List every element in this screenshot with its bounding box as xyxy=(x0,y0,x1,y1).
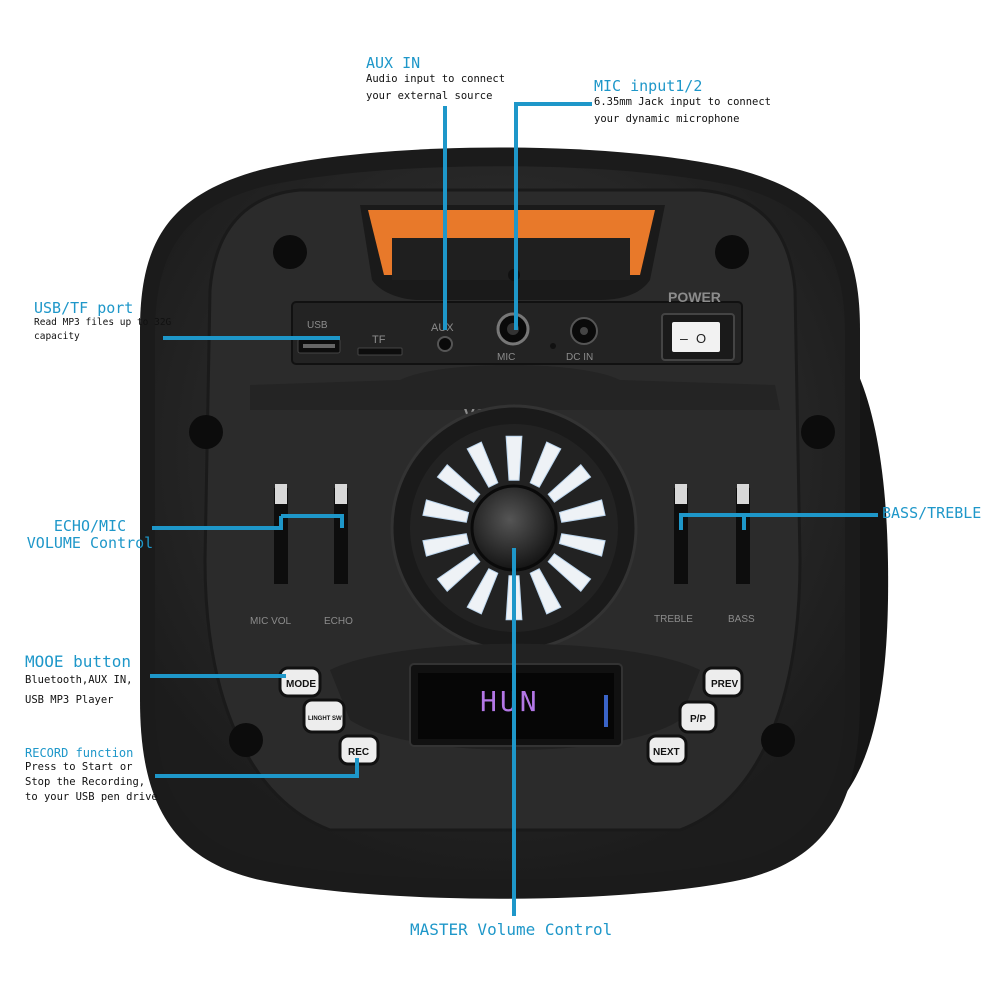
aux-jack[interactable] xyxy=(437,336,453,352)
screw-hole xyxy=(801,415,835,449)
led-segment xyxy=(547,553,592,593)
callout-echo-mic-title-1: ECHO/MIC xyxy=(53,517,127,535)
callout-aux-in: AUX IN Audio input to connect your exter… xyxy=(366,55,505,105)
bass-label: BASS xyxy=(728,614,755,625)
callout-record-desc-1: Press to Start or xyxy=(25,761,133,773)
treble-label: TREBLE xyxy=(654,614,693,625)
callout-record: RECORD function Press to Start or Stop t… xyxy=(25,746,158,805)
mic-label: MIC xyxy=(497,352,515,363)
callout-echo-mic-title-2: VOLUME Control xyxy=(26,534,154,552)
dc-in-label: DC IN xyxy=(566,352,593,363)
svg-text:NEXT: NEXT xyxy=(653,747,680,758)
svg-text:LINGHT SW: LINGHT SW xyxy=(308,716,342,722)
callout-aux-in-title: AUX IN xyxy=(366,54,421,72)
callout-usb-tf: USB/TF port Read MP3 files up to 32G cap… xyxy=(34,300,171,344)
callout-mic-input: MIC input1/2 6.35mm Jack input to connec… xyxy=(594,78,771,128)
callout-usb-tf-desc-1: Read MP3 files up to 32G xyxy=(34,317,172,328)
callout-mic-input-desc-1: 6.35mm Jack input to connect xyxy=(594,96,772,108)
callout-usb-tf-desc-2: capacity xyxy=(34,331,80,342)
bass-slider-track[interactable] xyxy=(736,488,750,584)
tf-slot-label: TF xyxy=(372,334,386,346)
bass-slider-handle[interactable] xyxy=(737,484,749,504)
power-label: POWER xyxy=(668,289,721,305)
led-segment xyxy=(529,441,562,488)
mic-vol-slider-track[interactable] xyxy=(274,488,288,584)
prev-button[interactable]: PREV xyxy=(702,666,744,698)
callout-master-volume: MASTER Volume Control xyxy=(410,922,612,938)
led-segment xyxy=(422,533,470,557)
tf-card-slot[interactable] xyxy=(357,347,403,356)
power-on-glyph: O xyxy=(696,331,706,346)
callout-echo-mic: ECHO/MIC VOLUME Control xyxy=(24,518,156,552)
screw-hole xyxy=(761,723,795,757)
callout-master-title: MASTER Volume Control xyxy=(410,920,613,939)
callout-aux-in-desc-2: your external source xyxy=(366,90,493,102)
svg-text:PREV: PREV xyxy=(711,679,739,690)
led-segment xyxy=(422,499,470,523)
led-segment xyxy=(529,568,562,615)
light-switch-button[interactable]: LINGHT SW xyxy=(302,698,346,734)
callout-bass-treble: BASS/TREBLE xyxy=(882,505,981,521)
usb-port-label: USB xyxy=(307,320,328,331)
echo-label: ECHO xyxy=(324,616,353,627)
aux-label: AUX xyxy=(431,322,454,334)
svg-text:P/P: P/P xyxy=(690,714,706,725)
screw-hole xyxy=(715,235,749,269)
callout-mic-input-desc-2: your dynamic microphone xyxy=(594,113,740,125)
led-segment xyxy=(436,463,481,503)
treble-slider-handle[interactable] xyxy=(675,484,687,504)
callout-record-title: RECORD function xyxy=(25,746,134,760)
led-segment xyxy=(505,435,523,481)
screw-hole xyxy=(229,723,263,757)
callout-record-desc-2: Stop the Recording, xyxy=(25,776,146,788)
mode-button[interactable]: MODE xyxy=(278,666,322,698)
led-segment xyxy=(558,533,606,557)
screw-hole xyxy=(189,415,223,449)
svg-text:REC: REC xyxy=(348,747,369,758)
callout-mode-button: MOOE button Bluetooth,AUX IN, USB MP3 Pl… xyxy=(25,654,132,710)
mic-vol-slider-handle[interactable] xyxy=(275,484,287,504)
led-segment xyxy=(547,463,592,503)
echo-slider-handle[interactable] xyxy=(335,484,347,504)
callout-record-desc-3: to your USB pen drive xyxy=(25,791,158,803)
callout-aux-in-desc-1: Audio input to connect xyxy=(366,73,506,85)
callout-lines xyxy=(150,102,878,916)
power-off-glyph: – xyxy=(680,330,688,346)
callout-mode-title: MOOE button xyxy=(25,652,131,671)
power-switch[interactable] xyxy=(672,322,720,352)
mic-vol-label: MIC VOL xyxy=(250,616,292,627)
callout-bass-treble-title: BASS/TREBLE xyxy=(882,504,982,522)
led-ring xyxy=(422,435,606,621)
callout-mic-input-title: MIC input1/2 xyxy=(594,77,703,95)
play-pause-button[interactable]: P/P xyxy=(678,700,718,734)
led-segment xyxy=(436,553,481,593)
led-segment xyxy=(466,441,499,488)
display-text: HUN xyxy=(480,685,540,718)
treble-slider-track[interactable] xyxy=(674,488,688,584)
callout-mode-desc-1: Bluetooth,AUX IN, xyxy=(25,674,133,686)
screw-hole xyxy=(273,235,307,269)
callout-usb-tf-title: USB/TF port xyxy=(34,299,134,317)
led-segment xyxy=(558,499,606,523)
next-button[interactable]: NEXT xyxy=(646,734,688,766)
led-segment xyxy=(466,568,499,615)
svg-text:MODE: MODE xyxy=(286,679,316,690)
echo-slider-track[interactable] xyxy=(334,488,348,584)
callout-mode-desc-2: USB MP3 Player xyxy=(25,694,114,706)
